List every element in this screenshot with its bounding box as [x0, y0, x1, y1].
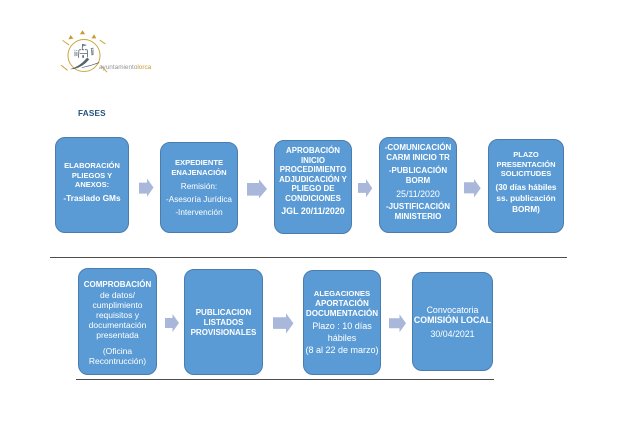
svg-text:ayuntamientolorca: ayuntamientolorca: [99, 64, 152, 71]
